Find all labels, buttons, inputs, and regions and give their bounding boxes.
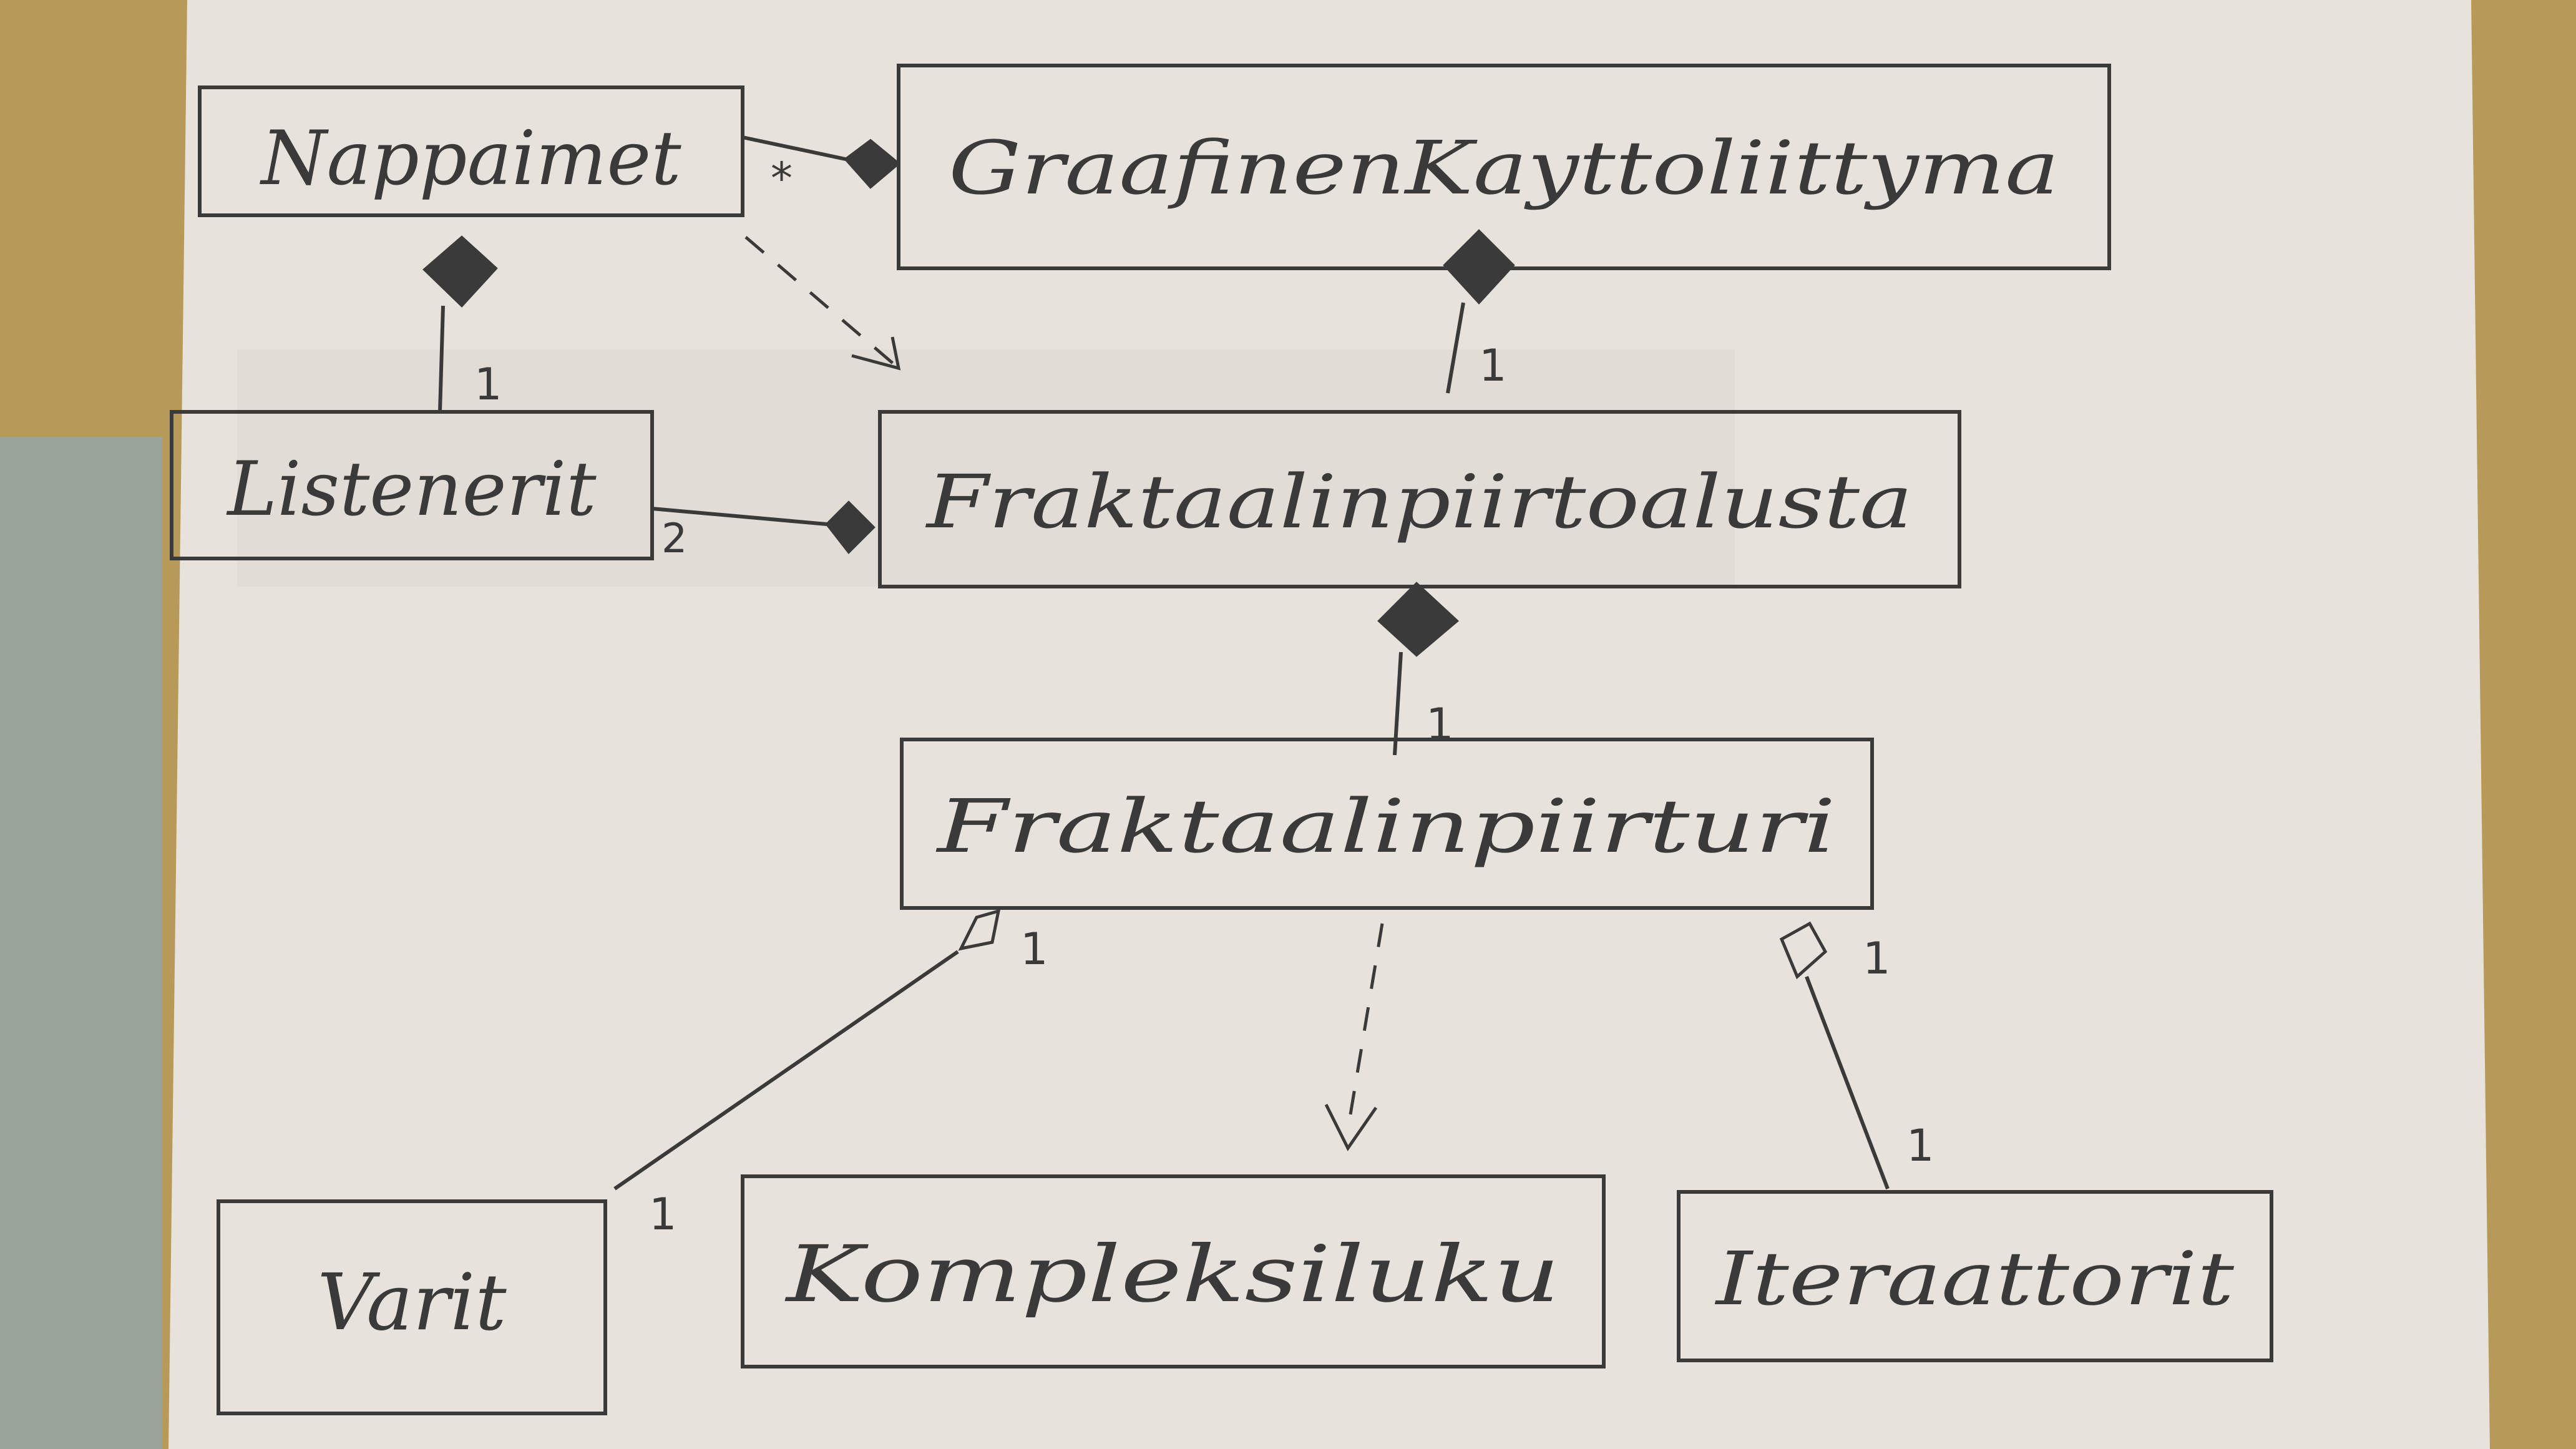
association-listenerit-alusta [651, 507, 827, 526]
association-piirturi-alusta [1393, 651, 1403, 756]
multiplicity-listenerit-alusta: 2 [661, 515, 687, 562]
multiplicity-piirturi-varit-top: 1 [1020, 924, 1048, 975]
multiplicity-alusta-piirturi: 1 [1426, 699, 1454, 750]
class-name-kompleksiluku: Kompleksiluku [784, 1229, 1560, 1320]
class-name-varit: Varit [317, 1257, 507, 1348]
association-alusta-graafinen [1446, 302, 1465, 394]
association-listenerit-nappaimet [438, 305, 445, 412]
association-nappaimet-graafinen [742, 135, 846, 161]
class-name-piirturi: Fraktaalinpiirturi [935, 783, 1836, 869]
fabric-left-grey [0, 437, 162, 1449]
arrowhead-dependency-alusta [851, 336, 901, 371]
aggregation-diamond-piirturi-left [958, 909, 1001, 951]
composition-diamond-nappaimet [422, 235, 498, 308]
dependency-nappaimet-alusta [744, 236, 900, 369]
class-box-listenerit [170, 410, 654, 560]
composition-diamond-alusta-left [825, 500, 876, 555]
class-name-nappaimet: Nappaimet [259, 115, 681, 202]
multiplicity-nappaimet-listenerit: 1 [474, 359, 502, 410]
multiplicity-varit-bottom: 1 [649, 1189, 677, 1240]
association-iteraattorit-piirturi [1805, 975, 1890, 1190]
class-name-graafinen: GraafinenKayttoliittyma [949, 125, 2059, 211]
composition-diamond-graafinen-bottom [1443, 229, 1515, 305]
arrowhead-dependency-kompleksiluku [1324, 1103, 1378, 1151]
class-box-kompleksiluku [741, 1174, 1606, 1368]
class-box-iteraattorit [1677, 1190, 2273, 1362]
class-box-varit [217, 1199, 607, 1415]
aggregation-diamond-piirturi-right [1779, 921, 1828, 980]
dependency-piirturi-kompleksiluku [1346, 923, 1384, 1130]
multiplicity-piirturi-iteraattorit-top: 1 [1863, 933, 1891, 984]
class-box-nappaimet [198, 85, 744, 217]
multiplicity-nappaimet-graafinen: * [771, 153, 793, 204]
multiplicity-iteraattorit-bottom: 1 [1906, 1120, 1934, 1171]
paper-shade-band [237, 349, 1735, 587]
class-name-listenerit: Listenerit [226, 446, 597, 533]
composition-diamond-alusta-bottom [1377, 582, 1460, 657]
multiplicity-graafinen-alusta: 1 [1479, 340, 1507, 391]
association-varit-piirturi [613, 950, 959, 1191]
class-name-alusta: Fraktaalinpiirtoalusta [925, 459, 1913, 545]
composition-diamond-graafinen-left [844, 139, 901, 189]
class-name-iteraattorit: Iteraattorit [1715, 1236, 2235, 1322]
class-box-piirturi [900, 738, 1874, 910]
